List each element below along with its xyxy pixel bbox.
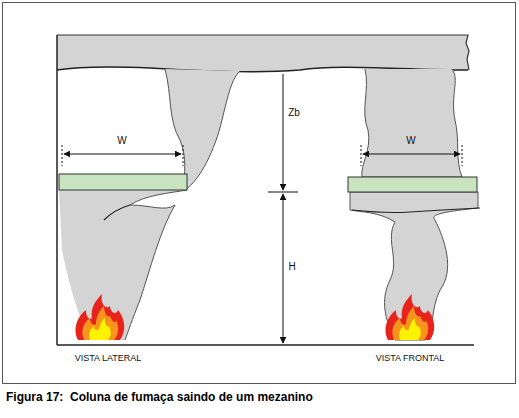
view-label: VISTA FRONTAL (376, 354, 445, 363)
height-label: H (288, 262, 295, 272)
width-label: W (406, 136, 415, 146)
view-label: VISTA LATERAL (75, 354, 142, 363)
figure-caption: Figura 17: Coluna de fumaça saindo de um… (6, 391, 313, 403)
height-label: Zb (288, 108, 300, 118)
width-label: W (117, 136, 126, 146)
